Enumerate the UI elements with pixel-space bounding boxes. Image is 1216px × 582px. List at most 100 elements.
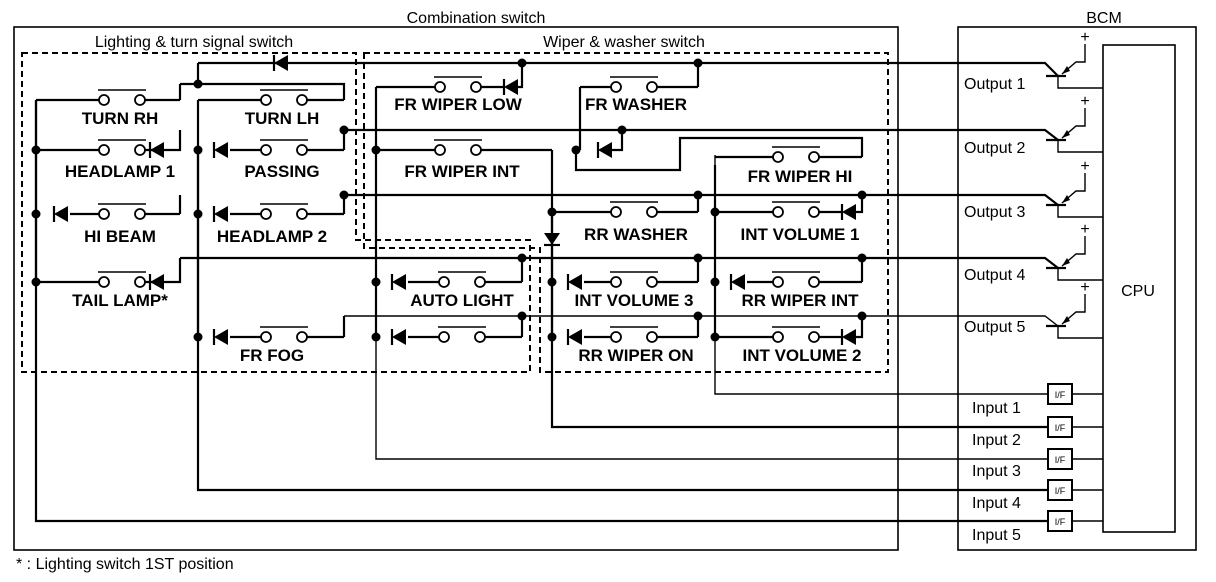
switch-fr-wiper-low — [376, 76, 504, 93]
input-4-label: Input 4 — [972, 495, 1021, 512]
diode-icon — [544, 233, 560, 247]
label-rr-wiper-on: RR WIPER ON — [578, 346, 693, 365]
contact-terminal — [438, 276, 450, 288]
switch-int-volume-3 — [584, 258, 700, 288]
interface-label: I/F — [1055, 517, 1066, 527]
output-transistor-3: + — [1046, 158, 1103, 218]
contact-terminal — [772, 206, 784, 218]
junction-dot — [857, 253, 867, 263]
label-passing: PASSING — [244, 162, 319, 181]
contact-terminal — [438, 331, 450, 343]
contact-terminal — [646, 276, 658, 288]
diode-icon — [596, 142, 612, 158]
switch-fr-fog — [230, 316, 346, 343]
contact-terminal — [260, 208, 272, 220]
switch-auto-light-2 — [408, 316, 524, 343]
contact-terminal — [474, 331, 486, 343]
diode-icon — [390, 329, 406, 345]
wiper-group-outline — [363, 52, 889, 373]
output-transistor-2: + — [1046, 93, 1103, 153]
input-interface-4: I/F — [1047, 479, 1103, 501]
junction-dot — [517, 253, 527, 263]
contact-terminal — [134, 208, 146, 220]
label-fr-wiper-low: FR WIPER LOW — [394, 95, 522, 114]
contact-terminal — [808, 276, 820, 288]
contact-terminal — [646, 331, 658, 343]
diode-icon — [566, 329, 582, 345]
label-fr-wiper-int: FR WIPER INT — [404, 162, 520, 181]
lighting-group-title: Lighting & turn signal switch — [95, 34, 293, 51]
label-headlamp-1: HEADLAMP 1 — [65, 162, 175, 181]
diode-icon — [390, 274, 406, 290]
diode-icon — [212, 329, 228, 345]
label-fr-wiper-hi: FR WIPER HI — [748, 167, 853, 186]
junction-dot — [693, 190, 703, 200]
contact-terminal — [296, 208, 308, 220]
contact-terminal — [772, 276, 784, 288]
junction-dot — [31, 145, 41, 155]
switch-headlamp-1 — [36, 139, 166, 156]
switch-rr-washer — [552, 195, 700, 218]
contact-terminal — [610, 206, 622, 218]
interface-label: I/F — [1055, 486, 1066, 496]
diode-icon — [729, 274, 745, 290]
junction-dot — [857, 311, 867, 321]
junction-dot — [371, 277, 381, 287]
contact-terminal — [260, 94, 272, 106]
contact-terminal — [808, 151, 820, 163]
input-5-label: Input 5 — [972, 527, 1021, 544]
label-turn-rh: TURN RH — [82, 109, 159, 128]
supply-plus-icon: + — [1080, 93, 1089, 110]
label-auto-light: AUTO LIGHT — [410, 291, 514, 310]
contact-terminal — [296, 94, 308, 106]
cpu-label: CPU — [1121, 283, 1155, 300]
bcm-title: BCM — [1086, 10, 1122, 27]
output-transistor-4: + — [1046, 221, 1103, 281]
switch-labels: TURN RH TURN LH HEADLAMP 1 PASSING HI BE… — [65, 95, 862, 365]
junction-dot — [31, 209, 41, 219]
junction-dot — [371, 332, 381, 342]
contact-terminal — [434, 144, 446, 156]
contact-terminal — [772, 331, 784, 343]
supply-plus-icon: + — [1080, 158, 1089, 175]
diode-icon — [148, 142, 164, 158]
junction-dot — [193, 145, 203, 155]
contact-terminal — [98, 144, 110, 156]
input-interface-1: I/F — [1047, 383, 1103, 405]
label-int-volume-2: INT VOLUME 2 — [742, 346, 861, 365]
label-rr-wiper-int: RR WIPER INT — [741, 291, 859, 310]
switch-rr-wiper-on — [584, 316, 700, 343]
input-labels: Input 1 Input 2 Input 3 Input 4 Input 5 — [972, 400, 1021, 544]
diode-icon — [566, 274, 582, 290]
switch-auto-light — [408, 258, 524, 288]
switch-hi-beam — [70, 195, 182, 220]
footnote: * : Lighting switch 1ST position — [16, 556, 234, 573]
switch-int-volume-1 — [715, 201, 842, 218]
diode-icon — [212, 142, 228, 158]
switch-headlamp-2 — [230, 195, 346, 220]
contact-terminal — [134, 276, 146, 288]
supply-plus-icon: + — [1080, 221, 1089, 238]
junction-dot — [339, 190, 349, 200]
contact-terminal — [474, 276, 486, 288]
junction-dot — [193, 332, 203, 342]
contact-terminal — [772, 151, 784, 163]
junction-dot — [617, 125, 627, 135]
label-int-volume-3: INT VOLUME 3 — [574, 291, 693, 310]
contact-terminal — [134, 94, 146, 106]
switch-int-volume-2 — [715, 326, 842, 343]
junction-dot — [193, 209, 203, 219]
output-1-label: Output 1 — [964, 76, 1025, 93]
junction-dot — [517, 311, 527, 321]
junction-dot — [339, 125, 349, 135]
diode-icon — [840, 329, 856, 345]
switch-fr-wiper-int — [376, 139, 552, 156]
label-turn-lh: TURN LH — [245, 109, 320, 128]
output-5-label: Output 5 — [964, 319, 1025, 336]
label-fr-washer: FR WASHER — [585, 95, 687, 114]
diode-icon — [148, 274, 164, 290]
wiper-group-title: Wiper & washer switch — [543, 34, 705, 51]
diode-icon — [502, 79, 518, 95]
output-transistor-5: + — [1046, 279, 1103, 339]
switch-tail-lamp — [36, 271, 166, 288]
